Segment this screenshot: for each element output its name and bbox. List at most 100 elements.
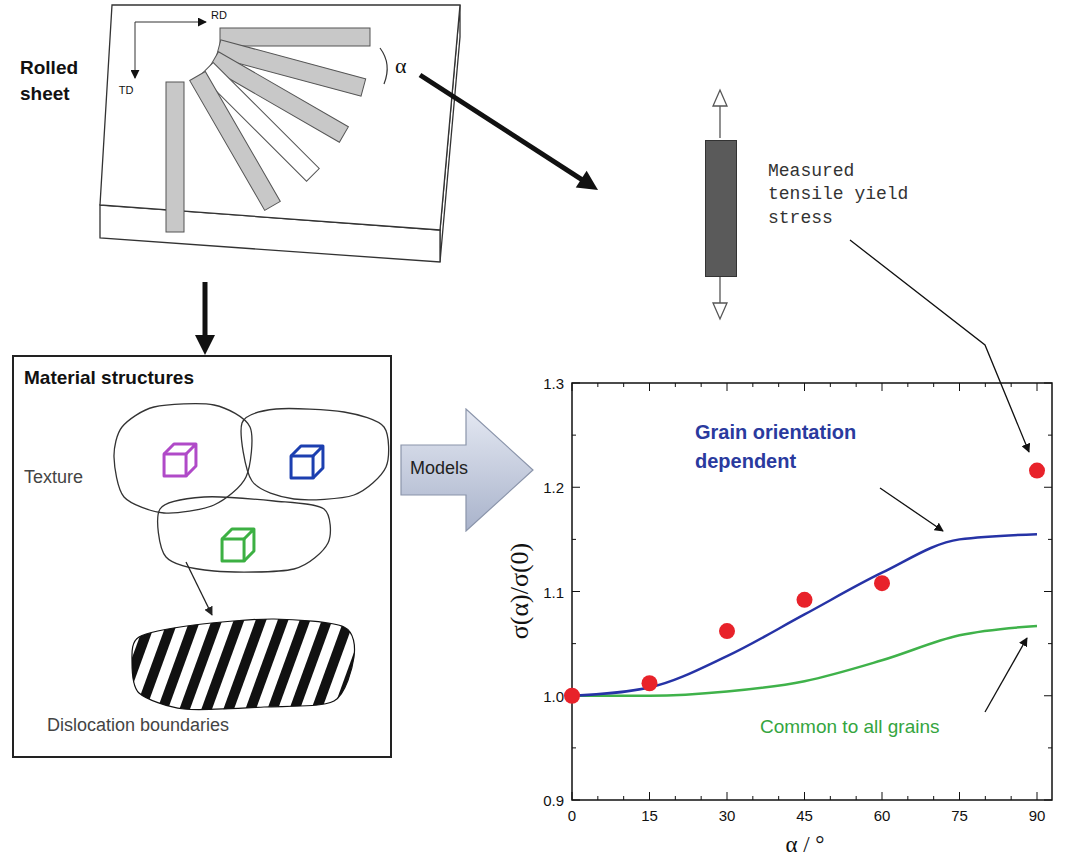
load-arrow-down-head (713, 303, 727, 319)
heading: Rolled sheet (20, 55, 115, 106)
tick-label: 45 (796, 807, 813, 824)
angle-mark (380, 48, 387, 84)
flow-arrow (420, 75, 598, 190)
tensile-strip (220, 28, 370, 46)
y-tick (572, 487, 580, 488)
y-tick (1044, 487, 1052, 488)
x-tick (882, 383, 883, 391)
angle-symbol: α (395, 53, 407, 79)
y-tick (1048, 643, 1052, 644)
x-tick (623, 796, 624, 800)
tick-label: 1.2 (543, 479, 564, 496)
x-tick (649, 383, 650, 391)
tensile-strip (190, 71, 281, 210)
y-tick (1048, 435, 1052, 436)
x-tick (933, 383, 934, 387)
x-tick (572, 383, 573, 391)
x-tick (907, 383, 908, 387)
curve-label: Common to all grains (760, 716, 940, 738)
y-tick (1044, 695, 1052, 696)
rolled-sheet (100, 5, 460, 262)
arrow-shaft (203, 282, 208, 339)
curve-label: Grain orientation dependent (695, 418, 905, 476)
x-tick (675, 796, 676, 800)
plot-frame (572, 383, 1052, 800)
tensile-strips (166, 28, 370, 232)
x-tick (882, 792, 883, 800)
data-point (1029, 463, 1045, 479)
data-point (642, 675, 658, 691)
y-tick (572, 383, 580, 384)
y-tick (1044, 800, 1052, 801)
sheet-top (100, 5, 460, 230)
grain-outline (114, 404, 252, 513)
orientation-cube (291, 446, 323, 478)
y-tick (1048, 539, 1052, 540)
x-tick (830, 796, 831, 800)
flow-arrow (195, 282, 215, 355)
structure-box: Material structuresTextureDislocation bo… (12, 355, 392, 758)
x-tick (778, 796, 779, 800)
tensile-specimen (705, 140, 737, 277)
x-tick (959, 383, 960, 391)
x-tick (804, 383, 805, 391)
x-tick (597, 383, 598, 387)
zoom-arrow (186, 562, 212, 615)
axis-name: RD (211, 9, 227, 21)
axis-name: TD (119, 84, 134, 96)
specimen-node: Measured tensile yield stress (598, 135, 928, 285)
y-tick (572, 643, 576, 644)
x-tick (778, 383, 779, 387)
heading: Material structures (24, 367, 324, 389)
grain-illustration (14, 357, 390, 756)
x-tick (1037, 383, 1038, 391)
grain-outline (241, 409, 389, 500)
x-tick (856, 383, 857, 387)
x-tick (572, 792, 573, 800)
y-tick (572, 800, 580, 801)
x-tick (597, 796, 598, 800)
axis-title: σ(α)/σ(0) (505, 543, 535, 640)
x-tick (675, 383, 676, 387)
boundary-label: Dislocation boundaries (47, 715, 347, 736)
leader-line (880, 488, 943, 531)
y-tick (1044, 591, 1052, 592)
tick-label: 75 (951, 807, 968, 824)
x-tick (830, 383, 831, 387)
data-point (564, 688, 580, 704)
data-point (874, 575, 890, 591)
specimen-label: Measured tensile yield stress (768, 160, 923, 230)
y-tick (572, 591, 580, 592)
y-tick (572, 747, 576, 748)
y-tick (572, 539, 576, 540)
x-tick (727, 383, 728, 391)
y-tick (1048, 747, 1052, 748)
boundary-outline (132, 619, 355, 710)
leader-line (850, 240, 1029, 452)
arrow-head (576, 171, 598, 190)
arrow-shaft (420, 75, 585, 181)
tick-label: 30 (719, 807, 736, 824)
x-tick (727, 792, 728, 800)
model-curve (572, 626, 1037, 696)
tick-label: 90 (1029, 807, 1046, 824)
texture-label: Texture (24, 467, 109, 488)
y-tick (572, 435, 576, 436)
x-tick (1011, 383, 1012, 387)
tick-label: 1.3 (543, 375, 564, 392)
y-tick (1044, 383, 1052, 384)
tick-label: 60 (874, 807, 891, 824)
tick-label: 1.1 (543, 583, 564, 600)
block-arrow-shape (401, 409, 533, 531)
x-tick (907, 796, 908, 800)
x-tick (701, 383, 702, 387)
data-point (719, 623, 735, 639)
x-tick (959, 792, 960, 800)
models-label: Models (410, 458, 480, 479)
x-tick (1011, 796, 1012, 800)
x-tick (933, 796, 934, 800)
orientation-cube (164, 444, 196, 476)
x-tick (1037, 792, 1038, 800)
rd-axis (135, 22, 206, 23)
x-tick (649, 792, 650, 800)
